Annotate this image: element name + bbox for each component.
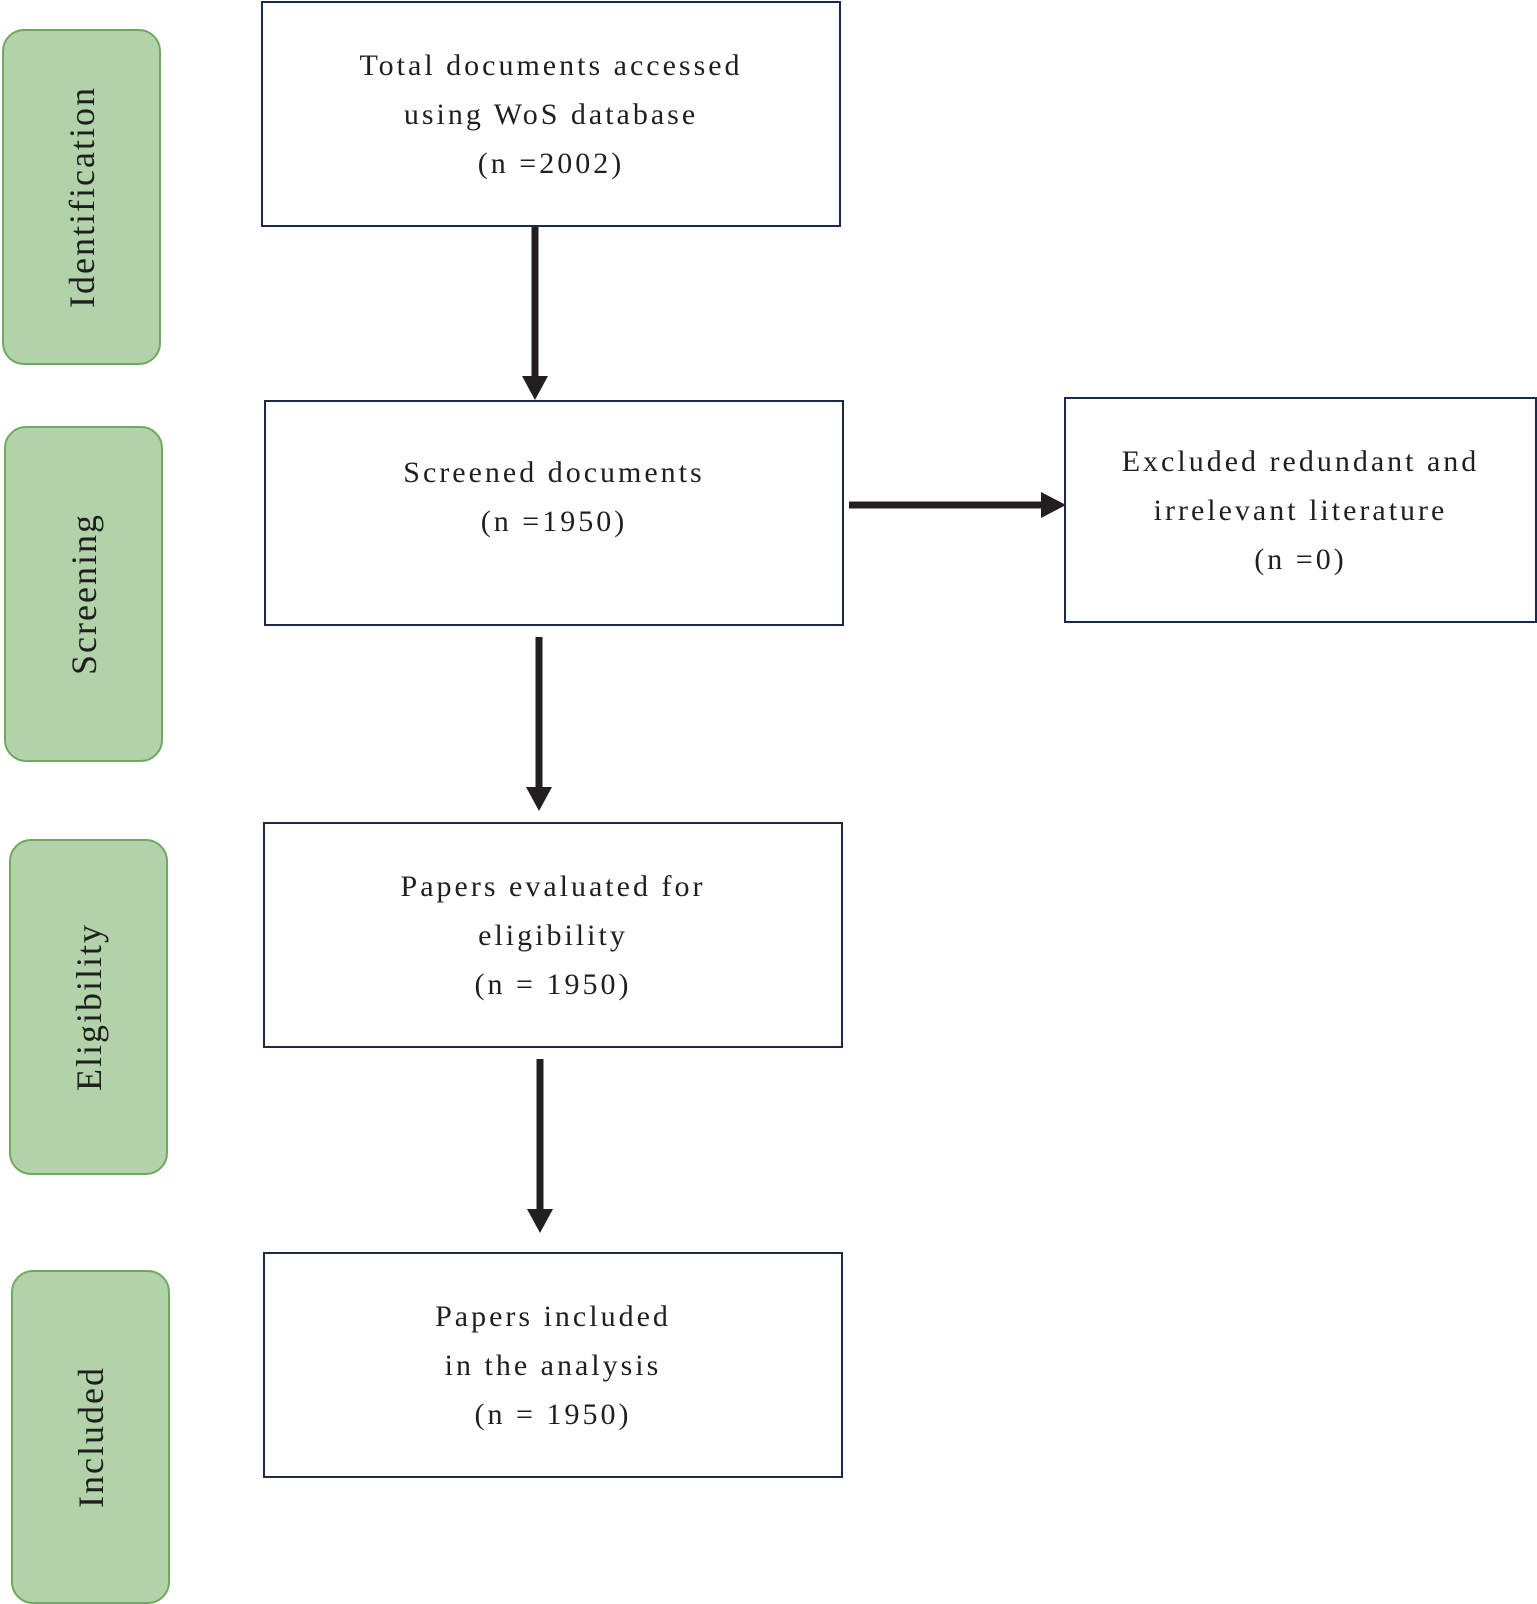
box-total-count: (n =2002): [477, 146, 625, 180]
box-eligibility: Papers evaluated for eligibility (n = 19…: [263, 822, 843, 1048]
phase-included: Included: [11, 1270, 170, 1604]
box-eligibility-line1: Papers evaluated for: [400, 869, 706, 903]
box-included: Papers included in the analysis (n = 195…: [263, 1252, 843, 1478]
box-screened-documents: Screened documents (n =1950): [264, 400, 844, 626]
arrow-screened-to-excluded-head: [1041, 492, 1066, 518]
box-total-line2: using WoS database: [403, 97, 699, 131]
phase-screening: Screening: [4, 426, 163, 762]
arrow-screened-to-eligibility-head: [526, 787, 552, 811]
box-excluded-line2: irrelevant literature: [1153, 493, 1448, 527]
box-screened-count: (n =1950): [480, 505, 628, 538]
box-included-line2: in the analysis: [444, 1348, 662, 1382]
box-total-line1: Total documents accessed: [359, 48, 743, 82]
box-excluded-literature: Excluded redundant and irrelevant litera…: [1064, 397, 1537, 623]
phase-identification: Identification: [2, 29, 161, 365]
box-eligibility-count: (n = 1950): [474, 967, 632, 1001]
box-excluded-count: (n =0): [1254, 542, 1347, 576]
box-excluded-line1: Excluded redundant and: [1121, 444, 1480, 478]
arrow-eligibility-to-included-head: [527, 1209, 553, 1233]
box-screened-line1: Screened documents: [403, 456, 705, 489]
arrow-total-to-screened-head: [522, 376, 548, 400]
box-total-documents: Total documents accessed using WoS datab…: [261, 1, 841, 227]
box-included-count: (n = 1950): [474, 1397, 632, 1431]
box-included-line1: Papers included: [435, 1299, 671, 1333]
box-eligibility-line2: eligibility: [478, 918, 628, 952]
phase-eligibility: Eligibility: [9, 839, 168, 1175]
